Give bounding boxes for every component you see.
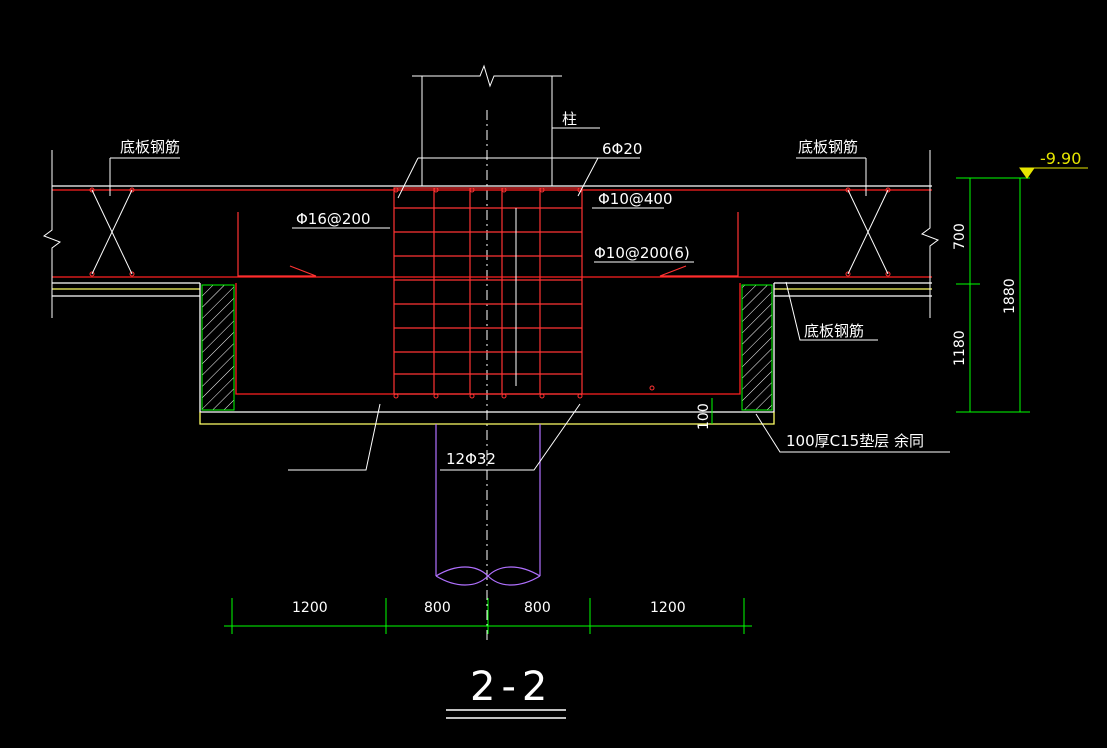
- leader-lines: [109, 127, 950, 471]
- wall-hook-bars: [237, 212, 739, 277]
- label-column: 柱: [562, 110, 577, 128]
- horizontal-dimension: [224, 598, 752, 634]
- dim-h-1: 1200: [292, 600, 328, 616]
- dim-h-2: 800: [424, 600, 451, 616]
- slab: [52, 185, 932, 297]
- label-side-bars: Φ16@200: [296, 210, 371, 228]
- break-lines: [42, 150, 940, 318]
- right-brick-wall: [741, 284, 773, 411]
- column: [412, 64, 562, 186]
- label-main-bars: 12Φ32: [446, 450, 496, 468]
- label-vertical-bars: 6Φ20: [602, 140, 642, 158]
- dim-v-lower: 1180: [952, 330, 968, 366]
- dim-v-total: 1880: [1002, 278, 1018, 314]
- label-cushion: 100厚C15垫层 余同: [786, 432, 924, 450]
- label-stirrup-a: Φ10@400: [598, 190, 673, 208]
- dim-cushion: 100: [696, 403, 712, 430]
- label-elevation: -9.90: [1040, 149, 1081, 168]
- label-bottom-rebar-right: 底板钢筋: [798, 138, 858, 156]
- section-title: 2-2: [470, 664, 553, 710]
- pile: [435, 424, 541, 586]
- rebar-dots: [89, 187, 891, 399]
- column-rebar-cage: [393, 187, 583, 395]
- dim-h-4: 1200: [650, 600, 686, 616]
- dim-h-3: 800: [524, 600, 551, 616]
- label-bottom-rebar-lower: 底板钢筋: [804, 322, 864, 340]
- slab-cross-marks: [91, 189, 889, 275]
- label-bottom-rebar-left: 底板钢筋: [120, 138, 180, 156]
- vertical-dimension: [711, 177, 1030, 424]
- elevation-mark: [1019, 167, 1088, 179]
- left-brick-wall: [201, 284, 235, 411]
- label-stirrup-b: Φ10@200(6): [594, 244, 690, 262]
- dim-v-upper: 700: [952, 223, 968, 250]
- section-title-underline: [446, 709, 566, 719]
